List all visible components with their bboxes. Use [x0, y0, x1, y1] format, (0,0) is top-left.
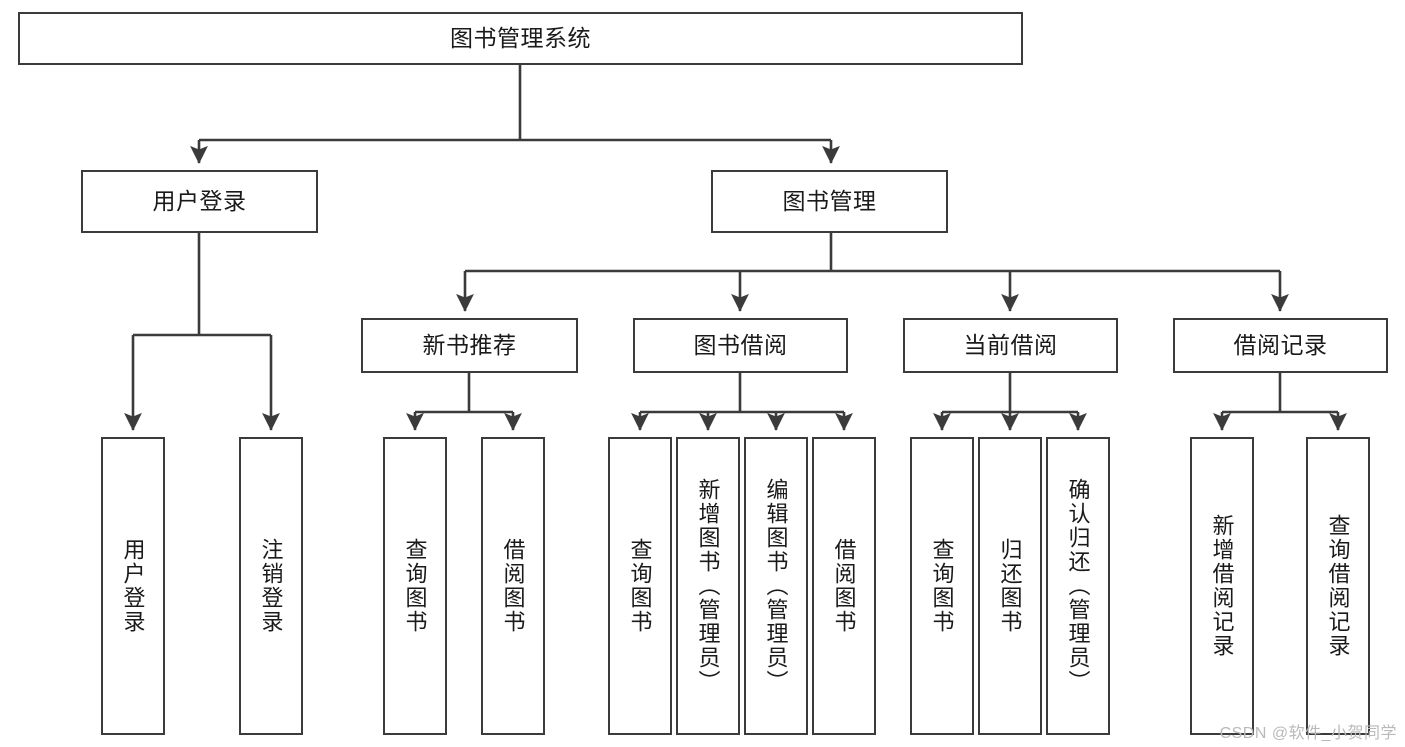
node-label: 查询图书 [402, 538, 428, 634]
leaf-borrow-book-recommend[interactable]: 借阅图书 [481, 437, 545, 735]
node-label: 归还图书 [997, 538, 1023, 634]
leaf-query-book-current[interactable]: 查询图书 [910, 437, 974, 735]
leaf-query-book-borrow[interactable]: 查询图书 [608, 437, 672, 735]
node-label: 注销登录 [258, 538, 284, 634]
node-label: 借阅图书 [831, 538, 857, 634]
node-new-book-recommend[interactable]: 新书推荐 [361, 318, 578, 373]
leaf-borrow-book[interactable]: 借阅图书 [812, 437, 876, 735]
node-label: 借阅图书 [500, 538, 526, 634]
node-label: 用户登录 [152, 187, 247, 214]
leaf-confirm-return[interactable]: 确认归还（管理员） [1046, 437, 1110, 735]
leaf-return-book[interactable]: 归还图书 [978, 437, 1042, 735]
node-label: 借阅记录 [1233, 331, 1328, 358]
node-book-manage[interactable]: 图书管理 [711, 170, 948, 233]
node-label: 新书推荐 [422, 331, 517, 358]
node-current-borrow[interactable]: 当前借阅 [903, 318, 1118, 373]
node-user-login[interactable]: 用户登录 [81, 170, 318, 233]
leaf-user-login[interactable]: 用户登录 [101, 437, 165, 735]
leaf-add-borrow-record[interactable]: 新增借阅记录 [1190, 437, 1254, 735]
node-label: 图书管理 [782, 187, 877, 214]
leaf-logout-login[interactable]: 注销登录 [239, 437, 303, 735]
node-book-borrow[interactable]: 图书借阅 [633, 318, 848, 373]
node-label: 新增图书（管理员） [695, 478, 721, 694]
node-label: 图书借阅 [693, 331, 788, 358]
leaf-query-book-recommend[interactable]: 查询图书 [383, 437, 447, 735]
leaf-add-book[interactable]: 新增图书（管理员） [676, 437, 740, 735]
node-label: 查询图书 [929, 538, 955, 634]
csdn-watermark: CSDN @软件_小贺同学 [1219, 725, 1397, 742]
node-label: 图书管理系统 [450, 24, 591, 51]
leaf-edit-book[interactable]: 编辑图书（管理员） [744, 437, 808, 735]
node-label: 用户登录 [120, 538, 146, 634]
node-borrow-record[interactable]: 借阅记录 [1173, 318, 1388, 373]
node-label: 编辑图书（管理员） [763, 478, 789, 694]
node-label: 查询图书 [627, 538, 653, 634]
node-label: 当前借阅 [963, 331, 1058, 358]
node-label: 新增借阅记录 [1209, 514, 1235, 658]
leaf-query-borrow-record[interactable]: 查询借阅记录 [1306, 437, 1370, 735]
node-label: 确认归还（管理员） [1065, 478, 1091, 694]
node-label: 查询借阅记录 [1325, 514, 1351, 658]
node-book-management-system[interactable]: 图书管理系统 [18, 12, 1023, 65]
